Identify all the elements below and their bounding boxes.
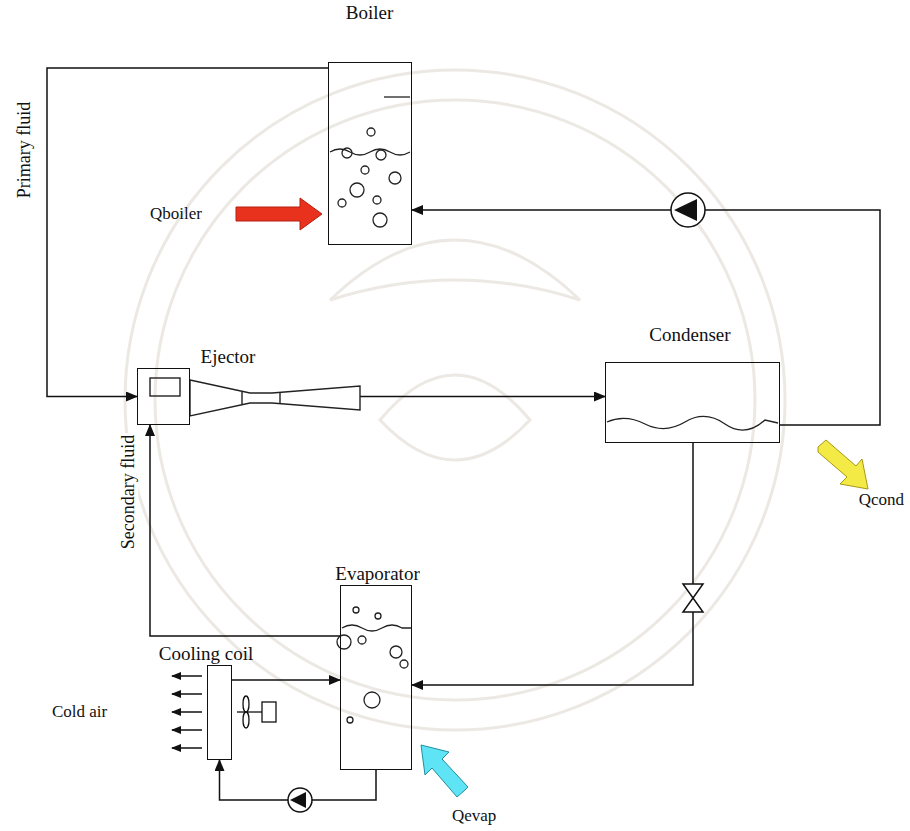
fan-symbol <box>237 696 276 728</box>
heat-label: Qcond <box>859 490 904 510</box>
evaporator-liquid <box>337 607 411 723</box>
air-arrows <box>172 676 202 748</box>
component-label: Boiler <box>346 2 394 24</box>
flow-line <box>47 68 328 397</box>
component-box: Ejector <box>137 368 190 425</box>
heat-arrow <box>236 198 322 230</box>
flow-label: Primary fluid <box>14 100 34 201</box>
flow-line <box>232 679 340 681</box>
flow-line <box>412 443 693 685</box>
component-label: Ejector <box>201 346 256 368</box>
heat-label: Qboiler <box>150 204 202 224</box>
heat-arrow <box>818 440 868 489</box>
heat-arrow <box>421 745 468 797</box>
component-box: Evaporator <box>340 585 412 770</box>
component-box: Boiler <box>328 62 412 245</box>
pump-symbol <box>288 788 312 812</box>
boiler-liquid <box>330 97 410 227</box>
flow-label: Secondary fluid <box>118 433 138 551</box>
component-label: Evaporator <box>335 563 419 585</box>
heat-label: Qevap <box>452 806 496 826</box>
air-label: Cold air <box>52 702 107 722</box>
valve-symbol <box>683 584 703 612</box>
condenser-liquid <box>607 416 778 430</box>
component-box: Condenser <box>605 362 780 443</box>
flow-line <box>412 210 880 425</box>
component-label: Condenser <box>649 324 730 346</box>
pump-symbol <box>671 193 705 227</box>
component-label: Cooling coil <box>159 643 253 665</box>
ejector-body <box>150 378 360 416</box>
component-box: Cooling coil <box>207 665 232 760</box>
flow-line <box>150 425 340 636</box>
